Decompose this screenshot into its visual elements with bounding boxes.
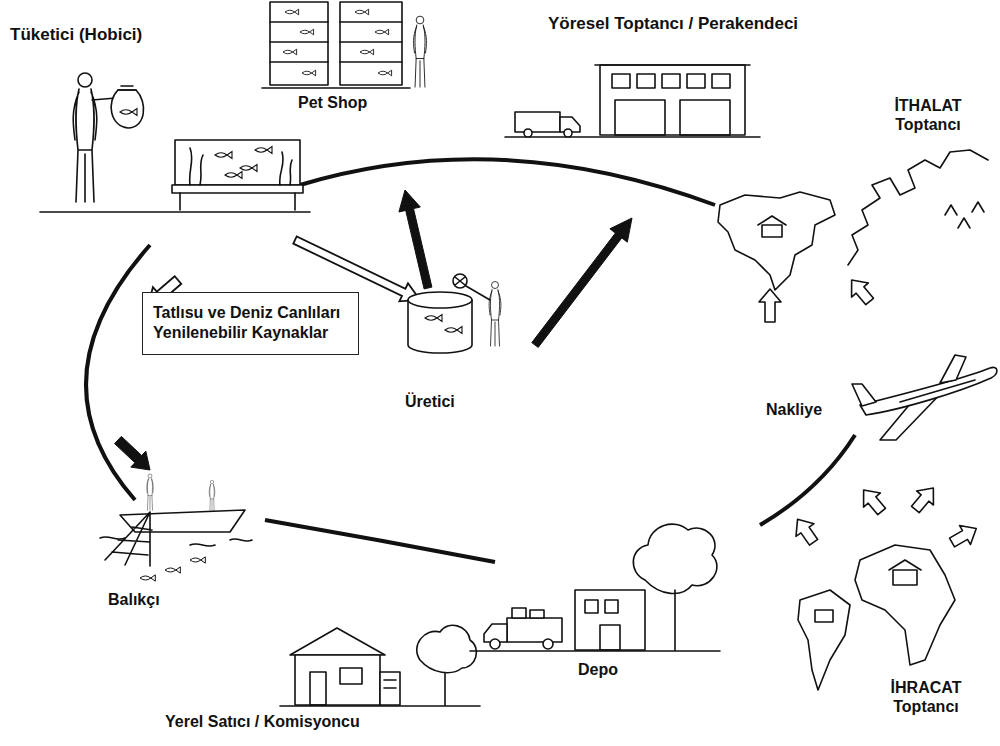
station-label: İHRACAT Toptancı: [876, 678, 976, 716]
import-maps: [718, 150, 988, 322]
wholesaler-building: [505, 65, 760, 137]
station-label: Depo: [578, 660, 658, 679]
box-text: Tatlısu ve Deniz Canlıları Yenilenebilir…: [153, 303, 348, 343]
fishing-boat: [100, 474, 252, 581]
station-label: Pet Shop: [298, 93, 408, 112]
export-maps: [789, 481, 982, 690]
station-label: Yöresel Toptancı / Perakendeci: [548, 14, 888, 34]
resource-box: Tatlısu ve Deniz Canlıları Yenilenebilir…: [142, 292, 359, 355]
station-label: Tüketici (Hobici): [10, 25, 200, 45]
flow-arrows: [115, 190, 632, 470]
station-label: Yerel Satıcı / Komisyoncu: [165, 712, 465, 731]
consumer-figure: [40, 73, 310, 212]
depot-building: [470, 524, 720, 651]
station-label: Nakliye: [766, 400, 846, 419]
station-label: İTHALAT Toptancı: [878, 96, 978, 134]
local-seller-house: [280, 625, 480, 706]
station-label: Balıkçı: [108, 590, 208, 609]
pet-shop-figure: [262, 2, 426, 88]
station-label: Üretici: [405, 392, 495, 411]
producer-figure: [408, 274, 501, 353]
cargo-plane: [852, 355, 997, 440]
cycle-lines: [86, 159, 855, 562]
